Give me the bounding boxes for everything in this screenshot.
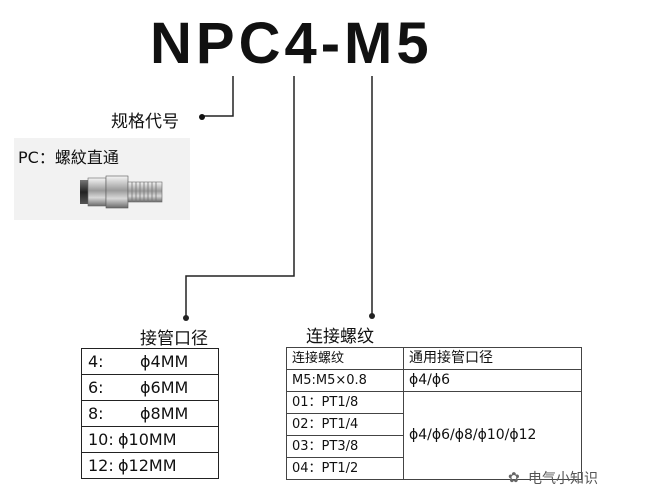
fitting-icon [80, 175, 163, 209]
spec-code-label: 规格代号 [111, 112, 179, 132]
leader-bore [185, 76, 295, 316]
bore-code: 10: [88, 430, 114, 449]
bore-cell: ϕ4/ϕ6 [403, 369, 582, 392]
bore-size: ϕ12MM [118, 456, 177, 475]
table-row: 8: ϕ8MM [81, 400, 219, 427]
thread-table: 连接螺纹 通用接管口径 M5:M5×0.8 ϕ4/ϕ6 01：PT1/8 ϕ4/… [286, 347, 582, 480]
header-bore: 通用接管口径 [403, 347, 582, 370]
bore-size: ϕ4MM [140, 352, 189, 371]
bore-code: 4: [88, 352, 104, 371]
thread-cell: M5:M5×0.8 [286, 369, 404, 392]
bore-size-table: 4: ϕ4MM 6: ϕ6MM 8: ϕ8MM 10:ϕ10MM 12:ϕ12MM [81, 348, 219, 479]
table-row: 02：PT1/4 [286, 413, 582, 436]
thread-cell: 01：PT1/8 [286, 391, 404, 414]
thread-label: 连接螺纹 [306, 327, 374, 347]
watermark: 电气小知识 [528, 471, 598, 487]
bore-code: 12: [88, 456, 114, 475]
thread-cell: 03：PT3/8 [286, 435, 404, 458]
table-row: 01：PT1/8 ϕ4/ϕ6/ϕ8/ϕ10/ϕ12 [286, 391, 582, 480]
thread-cell: 02：PT1/4 [286, 413, 404, 436]
bore-code: 6: [88, 378, 104, 397]
thread-cell: 04：PT1/2 [286, 457, 404, 480]
model-code-title: NPC4-M5 [150, 11, 433, 76]
bore-code: 8: [88, 404, 104, 423]
header-thread: 连接螺纹 [286, 347, 404, 370]
spec-code-dot [199, 114, 205, 120]
bore-label: 接管口径 [140, 329, 208, 349]
bore-size: ϕ10MM [118, 430, 177, 449]
wechat-icon: ✿ [508, 470, 520, 486]
table-row: 12:ϕ12MM [81, 452, 219, 479]
leader-dot-bore [183, 315, 189, 321]
leader-dot-thread [369, 313, 375, 319]
table-row: 4: ϕ4MM [81, 348, 219, 375]
table-row: 04：PT1/2 [286, 457, 582, 480]
table-row: 10:ϕ10MM [81, 426, 219, 453]
fitting-type-caption: PC：螺紋直通 [18, 148, 119, 167]
table-row: M5:M5×0.8 ϕ4/ϕ6 [286, 369, 582, 392]
leader-spec-code [204, 76, 234, 117]
bore-merged-cell: ϕ4/ϕ6/ϕ8/ϕ10/ϕ12 [403, 391, 582, 480]
bore-size: ϕ8MM [140, 404, 189, 423]
table-row: 6: ϕ6MM [81, 374, 219, 401]
bore-size: ϕ6MM [140, 378, 189, 397]
table-header-row: 连接螺纹 通用接管口径 [286, 347, 582, 370]
